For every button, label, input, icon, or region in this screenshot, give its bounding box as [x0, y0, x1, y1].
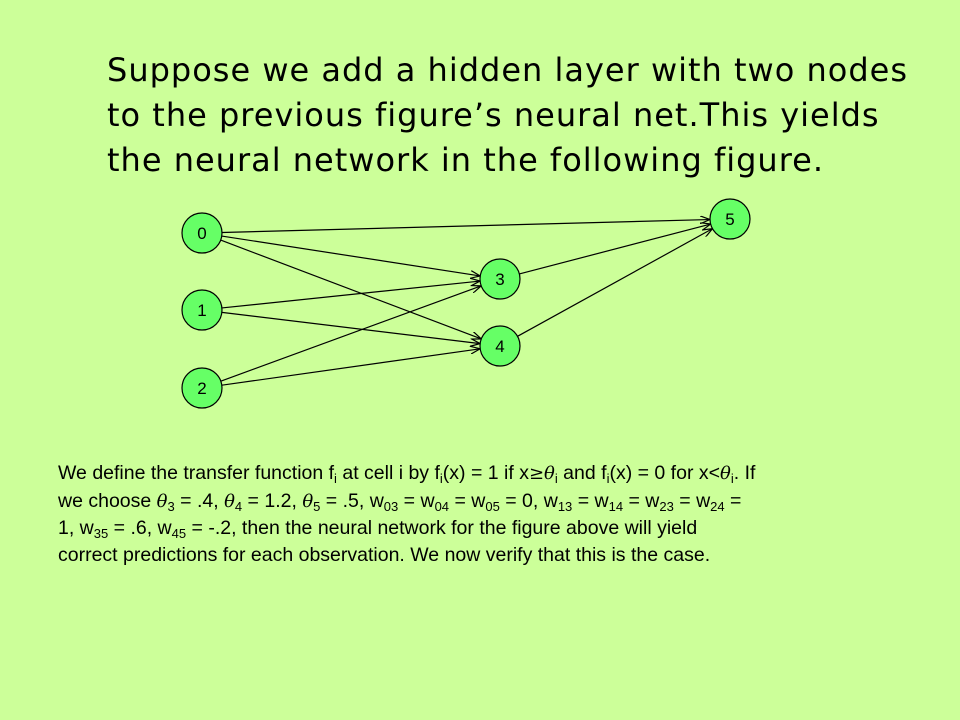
node-4: 4: [479, 325, 521, 367]
edge-1-3: [221, 281, 479, 309]
title-line: Suppose we add a hidden layer with two n…: [107, 51, 908, 89]
edge-1-4: [221, 311, 479, 343]
node-2: 2: [181, 367, 223, 409]
body-line-3: 1, w35 = .6, w45 = -.2, then the neural …: [58, 517, 698, 541]
edge-2-4: [221, 349, 479, 386]
node-0: 0: [181, 212, 223, 254]
node-circle: [709, 198, 751, 240]
node-circle: [479, 258, 521, 300]
node-circle: [181, 289, 223, 331]
edge-3-5: [519, 224, 709, 275]
node-circle: [479, 325, 521, 367]
node-3: 3: [479, 258, 521, 300]
node-5: 5: [709, 198, 751, 240]
body-paragraph: We define the transfer function fi at ce…: [58, 460, 908, 568]
body-line-4: correct predictions for each observation…: [58, 543, 711, 566]
edge-0-4: [220, 239, 481, 338]
node-label: 1: [197, 301, 206, 320]
network-nodes: 0 1 2 3 4 5: [181, 198, 751, 409]
slide-title: Suppose we add a hidden layer with two n…: [107, 48, 947, 183]
title-line: the neural network in the following figu…: [107, 141, 825, 179]
edge-0-3: [221, 235, 479, 276]
title-line: to the previous figure’s neural net.This…: [107, 96, 880, 134]
node-circle: [181, 212, 223, 254]
node-label: 5: [725, 210, 734, 229]
edge-0-5: [221, 220, 709, 234]
node-1: 1: [181, 289, 223, 331]
node-label: 4: [495, 337, 504, 356]
body-line-2: we choose θ3 = .4, θ4 = 1.2, θ5 = .5, w0…: [58, 489, 742, 514]
body-line-1: We define the transfer function fi at ce…: [58, 462, 756, 486]
node-label: 0: [197, 224, 206, 243]
neural-network-diagram: 0 1 2 3 4 5: [181, 198, 751, 409]
node-label: 2: [197, 379, 206, 398]
network-edges: [220, 220, 712, 386]
node-label: 3: [495, 270, 504, 289]
edge-2-3: [220, 286, 480, 382]
edge-4-5: [517, 229, 712, 337]
node-circle: [181, 367, 223, 409]
